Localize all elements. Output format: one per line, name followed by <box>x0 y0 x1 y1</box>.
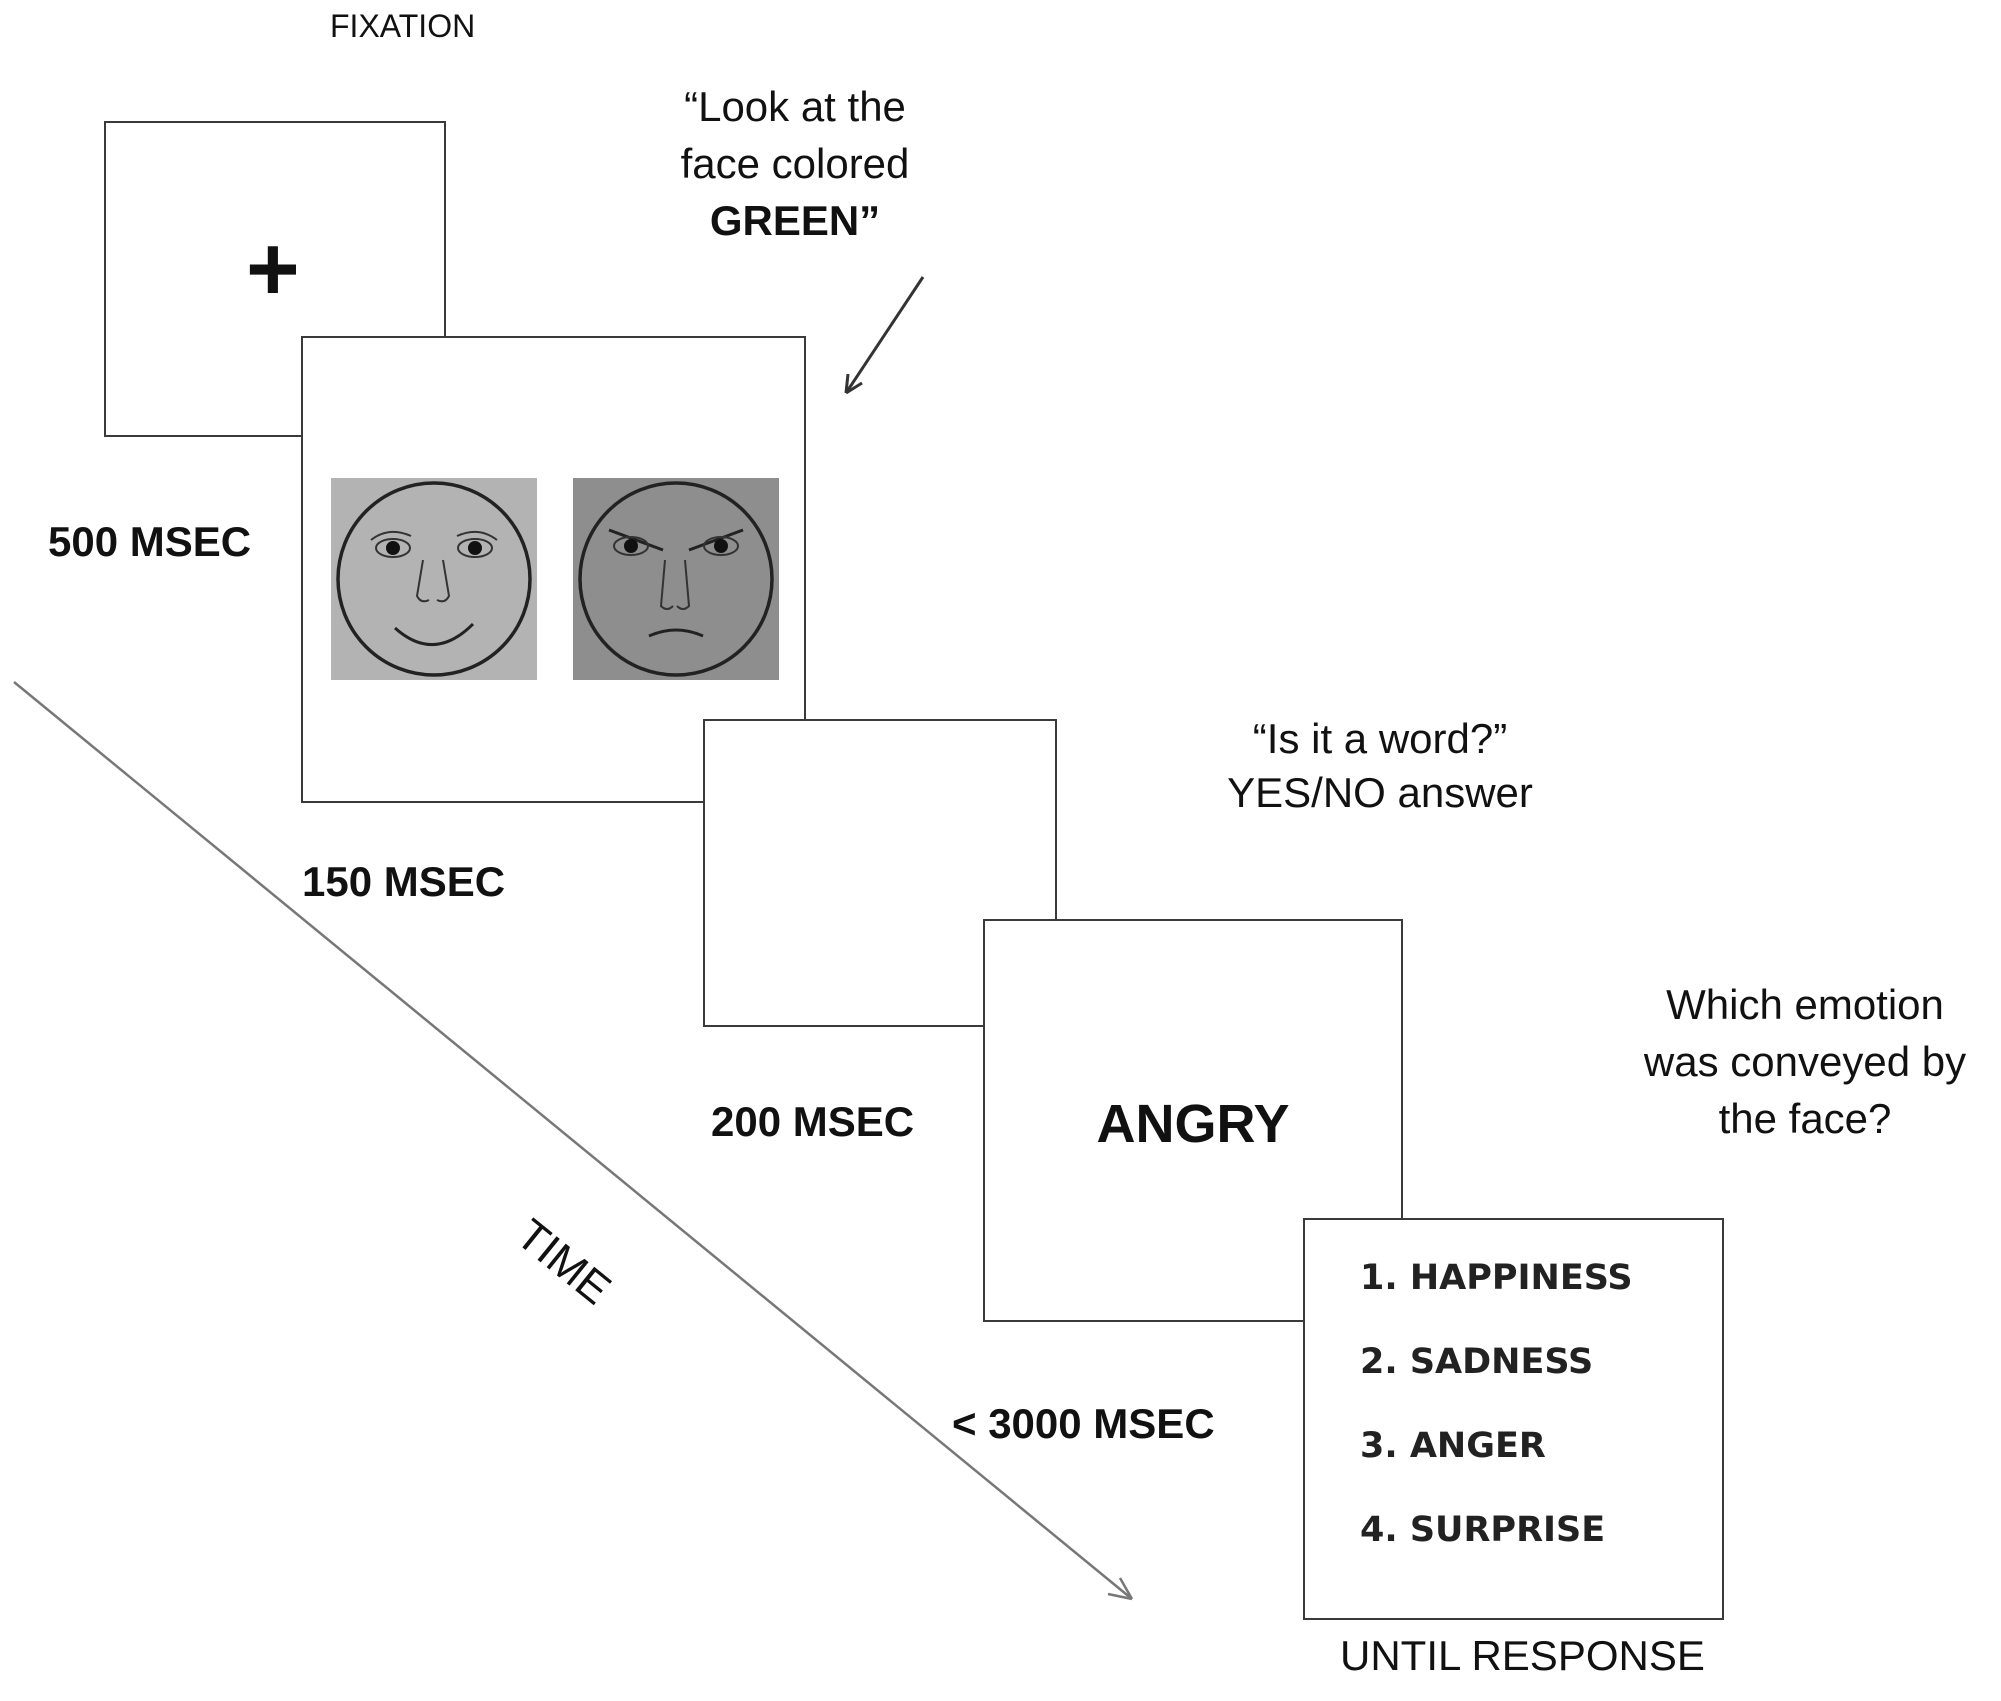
word-question-line-1: “Is it a word?” <box>1252 715 1508 762</box>
angry-face-icon <box>573 478 779 680</box>
instruction-line-3: GREEN” <box>709 197 881 244</box>
word-question: “Is it a word?” YES/NO answer <box>1180 712 1580 820</box>
instruction-line-1: “Look at the <box>684 83 906 130</box>
response-option: 3. ANGER <box>1360 1426 1546 1466</box>
fixation-title: FIXATION <box>330 8 476 44</box>
faces-duration: 150 MSEC <box>302 858 506 905</box>
emotion-question-line-3: the face? <box>1718 1095 1892 1142</box>
happy-face-icon <box>331 478 537 680</box>
emotion-question-line-2: was conveyed by <box>1643 1038 1967 1085</box>
response-screen: 1. HAPPINESS 2. SADNESS 3. ANGER 4. SURP… <box>1303 1218 1724 1620</box>
instruction-pointer-arrowhead <box>844 373 863 395</box>
fixation-duration: 500 MSEC <box>48 518 252 565</box>
response-option: 2. SADNESS <box>1360 1342 1594 1382</box>
time-axis-line <box>13 681 1133 1600</box>
emotion-question: Which emotion was conveyed by the face? <box>1620 976 1990 1147</box>
word-duration: < 3000 MSEC <box>952 1400 1215 1447</box>
fixation-cross: + <box>246 218 300 320</box>
time-axis-arrowhead <box>1107 1577 1134 1601</box>
instruction-text: “Look at the face colored GREEN” <box>640 78 950 249</box>
instruction-line-2: face colored <box>680 140 910 187</box>
response-option: 4. SURPRISE <box>1360 1510 1606 1550</box>
instruction-pointer-arrow <box>844 276 925 394</box>
response-duration: UNTIL RESPONSE <box>1340 1632 1705 1679</box>
word-question-line-2: YES/NO answer <box>1227 769 1533 816</box>
emotion-question-line-1: Which emotion <box>1666 981 1944 1028</box>
blank-duration: 200 MSEC <box>711 1098 915 1145</box>
response-option: 1. HAPPINESS <box>1360 1258 1633 1298</box>
target-word: ANGRY <box>1096 1094 1290 1154</box>
